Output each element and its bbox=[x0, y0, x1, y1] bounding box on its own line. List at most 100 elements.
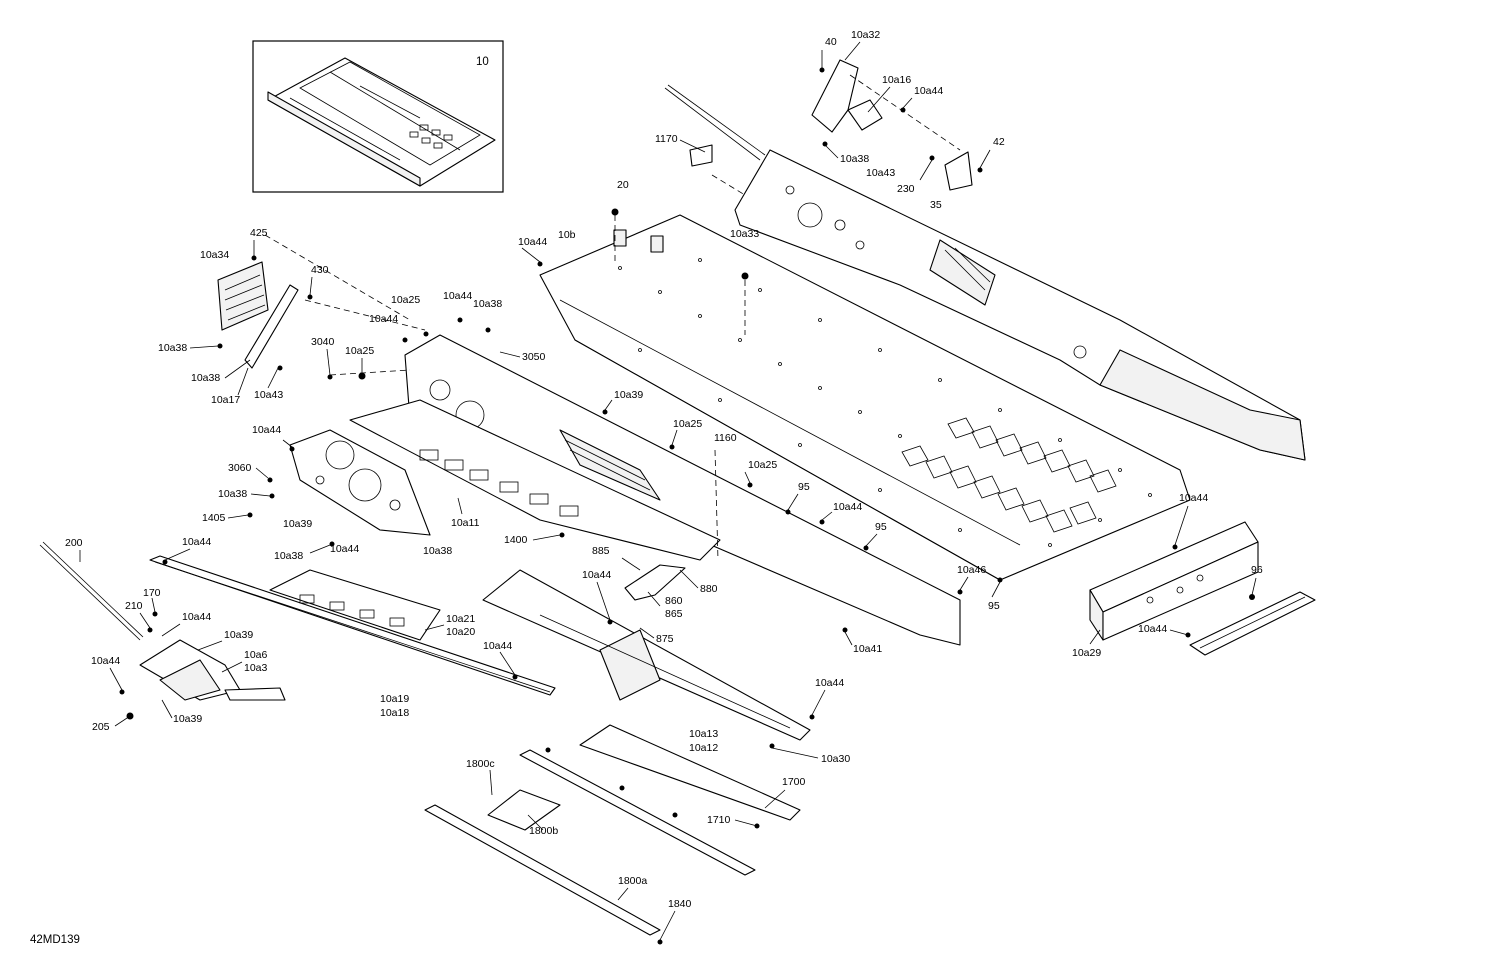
label-1840: 1840 bbox=[668, 898, 692, 910]
label-430: 430 bbox=[311, 264, 329, 276]
label-10a21: 10a21 bbox=[446, 613, 475, 625]
label-10a43: 10a43 bbox=[866, 167, 895, 179]
label-10a44-c: 10a44 bbox=[369, 313, 398, 325]
front-plate bbox=[289, 429, 431, 536]
label-10b: 10b bbox=[558, 229, 576, 241]
label-42: 42 bbox=[993, 136, 1005, 148]
label-10a34: 10a34 bbox=[200, 249, 229, 261]
tunnel-vent-slots bbox=[901, 417, 1117, 533]
left-brackets bbox=[217, 261, 299, 369]
label-20: 20 bbox=[617, 179, 629, 191]
label-10a39-d: 10a39 bbox=[173, 713, 202, 725]
label-10a17: 10a17 bbox=[211, 394, 240, 406]
label-170: 170 bbox=[143, 587, 161, 599]
label-230: 230 bbox=[897, 183, 915, 195]
label-860: 860 bbox=[665, 595, 683, 607]
lower-right-frame bbox=[482, 569, 811, 741]
tunnel-rivet-holes bbox=[618, 258, 1152, 547]
label-10a44-n: 10a44 bbox=[1138, 623, 1167, 635]
label-885: 885 bbox=[592, 545, 610, 557]
rear-cross-member bbox=[1089, 521, 1259, 641]
label-10a46: 10a46 bbox=[957, 564, 986, 576]
label-35: 35 bbox=[930, 199, 942, 211]
inset-tunnel-drawing bbox=[267, 57, 496, 187]
fastener-dots bbox=[119, 67, 1255, 945]
label-1800a: 1800a bbox=[618, 875, 647, 887]
label-1800b: 1800b bbox=[529, 825, 558, 837]
label-10a44-k: 10a44 bbox=[483, 640, 512, 652]
inset-panel: 10 bbox=[252, 40, 504, 193]
label-10a30: 10a30 bbox=[821, 753, 850, 765]
label-10a38: 10a38 bbox=[840, 153, 869, 165]
label-10a44-l: 10a44 bbox=[582, 569, 611, 581]
label-865: 865 bbox=[665, 608, 683, 620]
lower-frame-lattice bbox=[349, 399, 721, 561]
label-1160: 1160 bbox=[714, 432, 737, 444]
label-1700: 1700 bbox=[782, 776, 806, 788]
label-210: 210 bbox=[125, 600, 143, 612]
part-labels: 10a32 40 10a16 10a44 10a38 10a43 42 230 … bbox=[65, 29, 1263, 910]
label-10a44-h: 10a44 bbox=[182, 536, 211, 548]
label-1400: 1400 bbox=[504, 534, 528, 546]
label-10a41: 10a41 bbox=[853, 643, 882, 655]
label-10a32: 10a32 bbox=[851, 29, 880, 41]
mid-lattice bbox=[269, 569, 441, 641]
label-10a44-i: 10a44 bbox=[182, 611, 211, 623]
center-bracket bbox=[624, 564, 686, 601]
label-10a3: 10a3 bbox=[244, 662, 268, 674]
label-95-c: 95 bbox=[988, 600, 1000, 612]
label-10a38-d: 10a38 bbox=[191, 372, 220, 384]
label-10a44-j: 10a44 bbox=[91, 655, 120, 667]
label-425: 425 bbox=[250, 227, 268, 239]
label-10a33: 10a33 bbox=[730, 228, 759, 240]
label-10a25-b: 10a25 bbox=[391, 294, 420, 306]
label-875: 875 bbox=[656, 633, 674, 645]
label-10a38-f: 10a38 bbox=[218, 488, 247, 500]
label-10a39: 10a39 bbox=[614, 389, 643, 401]
label-10a38-c: 10a38 bbox=[158, 342, 187, 354]
label-1170: 1170 bbox=[655, 133, 678, 145]
label-10a44-e: 10a44 bbox=[833, 501, 862, 513]
front-steering-assembly bbox=[39, 541, 286, 701]
label-3050: 3050 bbox=[522, 351, 546, 363]
label-200: 200 bbox=[65, 537, 83, 549]
label-10a25-d: 10a25 bbox=[748, 459, 777, 471]
label-1800c: 1800c bbox=[466, 758, 495, 770]
label-10a16: 10a16 bbox=[882, 74, 911, 86]
label-10a44-d: 10a44 bbox=[443, 290, 472, 302]
label-10a44-g: 10a44 bbox=[330, 543, 359, 555]
label-10a19: 10a19 bbox=[380, 693, 409, 705]
label-10a20: 10a20 bbox=[446, 626, 475, 638]
label-205: 205 bbox=[92, 721, 110, 733]
label-10a13: 10a13 bbox=[689, 728, 718, 740]
label-10a38-e: 10a38 bbox=[473, 298, 502, 310]
label-1405: 1405 bbox=[202, 512, 226, 524]
label-880: 880 bbox=[700, 583, 718, 595]
leader-lines bbox=[79, 41, 1257, 941]
label-10a38-g: 10a38 bbox=[274, 550, 303, 562]
label-3060: 3060 bbox=[228, 462, 252, 474]
label-10a43-b: 10a43 bbox=[254, 389, 283, 401]
label-10a6: 10a6 bbox=[244, 649, 268, 661]
bottom-slides bbox=[424, 724, 801, 936]
label-10a29: 10a29 bbox=[1072, 647, 1101, 659]
label-10a12: 10a12 bbox=[689, 742, 718, 754]
label-10a38-h: 10a38 bbox=[423, 545, 452, 557]
label-10a25: 10a25 bbox=[345, 345, 374, 357]
rear-bracket-bar bbox=[1189, 591, 1316, 656]
label-10a44-o: 10a44 bbox=[815, 677, 844, 689]
inset-label: 10 bbox=[476, 56, 489, 68]
label-10a11: 10a11 bbox=[451, 517, 480, 529]
left-slide-rail bbox=[149, 555, 556, 696]
assembly-dashes bbox=[264, 74, 961, 561]
label-40: 40 bbox=[825, 36, 837, 48]
label-10a44-m: 10a44 bbox=[1179, 492, 1208, 504]
right-side-rail bbox=[664, 84, 1306, 461]
label-3040: 3040 bbox=[311, 336, 335, 348]
label-95-b: 95 bbox=[875, 521, 887, 533]
label-10a18: 10a18 bbox=[380, 707, 409, 719]
label-10a44-b: 10a44 bbox=[518, 236, 547, 248]
label-10a44: 10a44 bbox=[914, 85, 943, 97]
label-95: 95 bbox=[798, 481, 810, 493]
